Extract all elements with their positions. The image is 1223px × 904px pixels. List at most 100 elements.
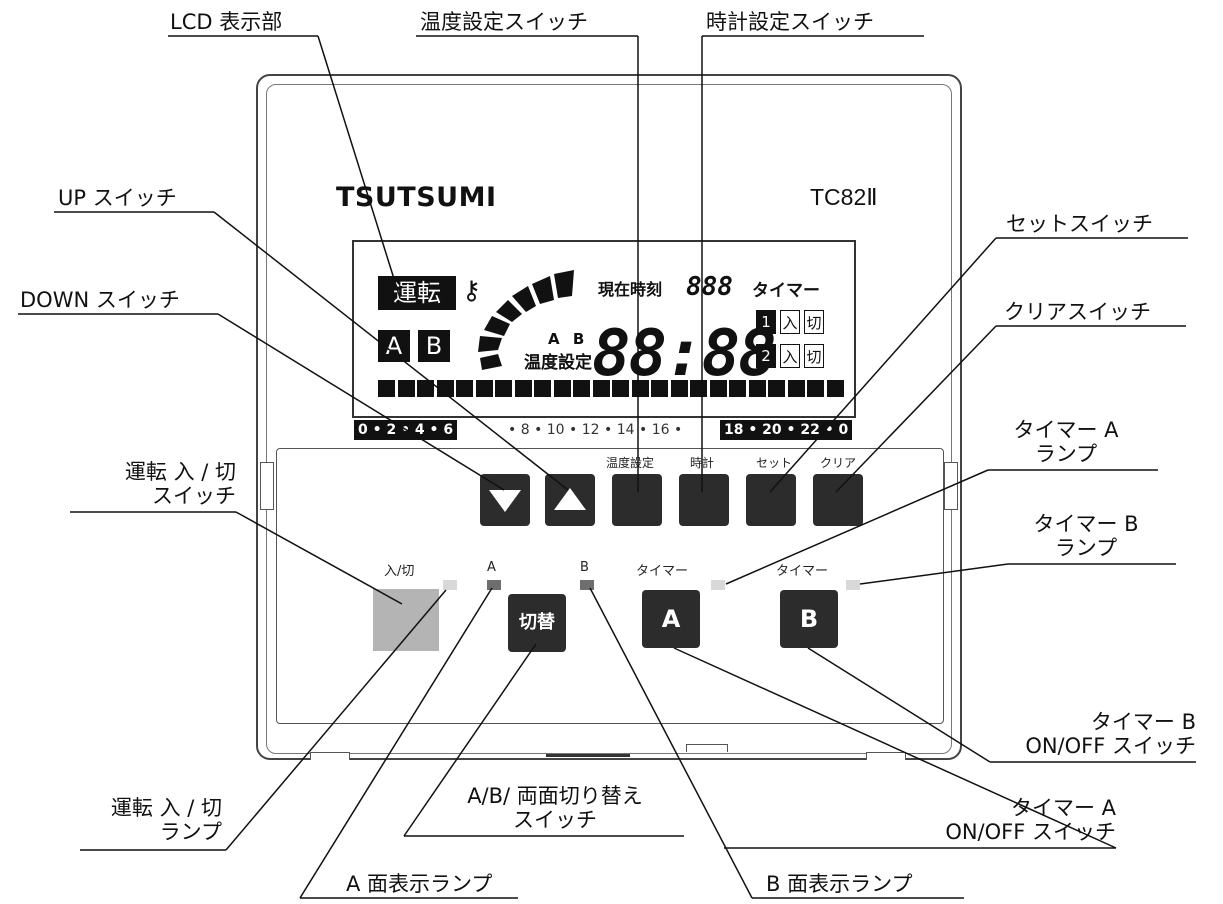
- hour-bar-segment: [592, 380, 610, 397]
- callout-timer-b-switch-line1: タイマー B: [1090, 710, 1196, 734]
- timer-row1-number: 1: [756, 310, 776, 334]
- face-a-label: A: [487, 560, 496, 575]
- callout-b-lamp: B 面表示ランプ: [766, 872, 913, 896]
- hour-bar-segment: [612, 380, 629, 397]
- set-button-label: セット: [756, 456, 793, 470]
- hour-bar-segment: [378, 380, 395, 397]
- timer-a-lamp: [711, 580, 725, 590]
- power-button[interactable]: [373, 589, 439, 651]
- callout-timer-a-lamp: タイマー A ランプ: [996, 418, 1136, 466]
- temp-setting-button-label: 温度設定: [606, 456, 655, 470]
- callout-timer-a-lamp-line2: ランプ: [1034, 442, 1098, 466]
- timer-b-button[interactable]: B: [780, 590, 838, 648]
- down-button[interactable]: [480, 474, 530, 526]
- lcd-big-digits: 88:88: [592, 317, 777, 391]
- temp-setting-button[interactable]: [612, 474, 662, 526]
- bottom-tab-right: [866, 752, 906, 760]
- hour-bar-segment: [631, 380, 649, 397]
- callout-clock-switch: 時計設定スイッチ: [706, 10, 874, 34]
- callout-power-switch-line1: 運転 入 / 切: [124, 460, 236, 484]
- lcd-face-a: A: [378, 330, 410, 362]
- right-hinge: [944, 462, 958, 510]
- callout-timer-b-switch: タイマー B ON/OFF スイッチ: [1010, 710, 1196, 758]
- callout-temp-switch: 温度設定スイッチ: [420, 10, 588, 34]
- callout-lcd: LCD 表示部: [170, 10, 283, 34]
- hour-bar-segment: [475, 380, 493, 397]
- hour-bar-segment: [807, 380, 824, 397]
- hour-bar-segment: [417, 380, 434, 397]
- lcd-ab-small: A B: [548, 330, 589, 348]
- lcd-face-b: B: [418, 330, 450, 362]
- callout-timer-a-switch: タイマー A ON/OFF スイッチ: [920, 796, 1116, 844]
- scale-left: 0 • 2 • 4 • 6: [354, 420, 458, 440]
- hour-bar-segment: [670, 380, 688, 397]
- timer-a-label: タイマー: [636, 564, 689, 579]
- timer-row2-on: 入: [780, 344, 800, 368]
- face-b-lamp: [580, 580, 594, 590]
- timer-b-lamp: [846, 580, 860, 590]
- hour-bar-segment: [495, 380, 512, 397]
- callout-power-lamp-line1: 運転 入 / 切: [110, 796, 222, 820]
- hour-bar-segment: [534, 380, 551, 397]
- scale-middle: • 8 • 10 • 12 • 14 • 16 •: [508, 422, 683, 438]
- callout-down: DOWN スイッチ: [20, 288, 180, 312]
- callout-up: UP スイッチ: [58, 186, 177, 210]
- left-hinge: [260, 462, 274, 510]
- callout-ab-switch-line2: スイッチ: [513, 808, 597, 832]
- down-arrow-icon: [489, 490, 521, 512]
- clear-button[interactable]: [813, 474, 863, 526]
- callout-power-lamp-line2: ランプ: [159, 820, 222, 844]
- hour-bar-segment: [729, 380, 746, 397]
- callout-set-switch: セットスイッチ: [1006, 212, 1153, 236]
- hour-bar-segment: [573, 380, 590, 397]
- up-arrow-icon: [554, 488, 586, 510]
- up-button[interactable]: [545, 474, 595, 526]
- bottom-tab-middle: [686, 744, 728, 752]
- callout-timer-b-switch-line2: ON/OFF スイッチ: [1025, 734, 1196, 758]
- hour-bar-segment: [787, 380, 805, 397]
- clock-button[interactable]: [679, 474, 729, 526]
- clock-button-label: 時計: [690, 456, 715, 470]
- callout-power-switch: 運転 入 / 切 スイッチ: [70, 460, 236, 508]
- callout-clear-switch: クリアスイッチ: [1004, 300, 1151, 324]
- callout-ab-switch-line1: A/B/ 両面切り替え: [467, 784, 643, 808]
- callout-a-lamp: A 面表示ランプ: [346, 872, 493, 896]
- timer-row2-off: 切: [804, 344, 824, 368]
- hour-bar-segment: [397, 380, 415, 397]
- set-button[interactable]: [746, 474, 796, 526]
- timer-a-button[interactable]: A: [642, 590, 700, 648]
- lcd-operation-indicator: 運転: [378, 276, 456, 310]
- power-lamp: [443, 580, 457, 590]
- callout-timer-b-lamp-line2: ランプ: [1054, 536, 1118, 560]
- ab-switch-button[interactable]: 切替: [508, 594, 566, 652]
- hour-bar-segment: [748, 380, 766, 397]
- face-a-lamp: [487, 580, 501, 590]
- hour-bar-segment: [436, 380, 454, 397]
- bottom-slot: [546, 754, 630, 757]
- model-name: TC82Ⅱ: [810, 184, 878, 210]
- callout-timer-a-switch-line1: タイマー A: [1010, 796, 1116, 820]
- timer-row1-on: 入: [780, 310, 800, 334]
- face-b-label: B: [580, 560, 589, 575]
- scale-right: 18 • 20 • 22 • 0: [720, 420, 853, 440]
- power-label: 入/切: [384, 564, 415, 579]
- hour-bar-segment: [553, 380, 571, 397]
- hour-bar-segment: [709, 380, 727, 397]
- timer-b-label: タイマー: [776, 564, 829, 579]
- lcd-timer-label: タイマー: [752, 281, 820, 301]
- timer-row2-number: 2: [756, 344, 776, 368]
- hour-bar-segment: [768, 380, 785, 397]
- hour-bar-segment: [826, 380, 844, 397]
- hour-bar-segment: [690, 380, 707, 397]
- callout-power-lamp: 運転 入 / 切 ランプ: [84, 796, 222, 844]
- callout-timer-b-lamp: タイマー B ランプ: [1016, 512, 1156, 560]
- callout-timer-a-switch-line2: ON/OFF スイッチ: [945, 820, 1116, 844]
- clear-button-label: クリア: [820, 456, 857, 470]
- timer-row1-off: 切: [804, 310, 824, 334]
- bottom-tab-left: [310, 752, 350, 760]
- lcd-small-digits: 888: [686, 272, 733, 302]
- callout-power-switch-line2: スイッチ: [152, 484, 236, 508]
- brand-logo: TSUTSUMI: [336, 182, 497, 213]
- hour-bar-segment: [651, 380, 668, 397]
- callout-timer-a-lamp-line1: タイマー A: [1013, 418, 1119, 442]
